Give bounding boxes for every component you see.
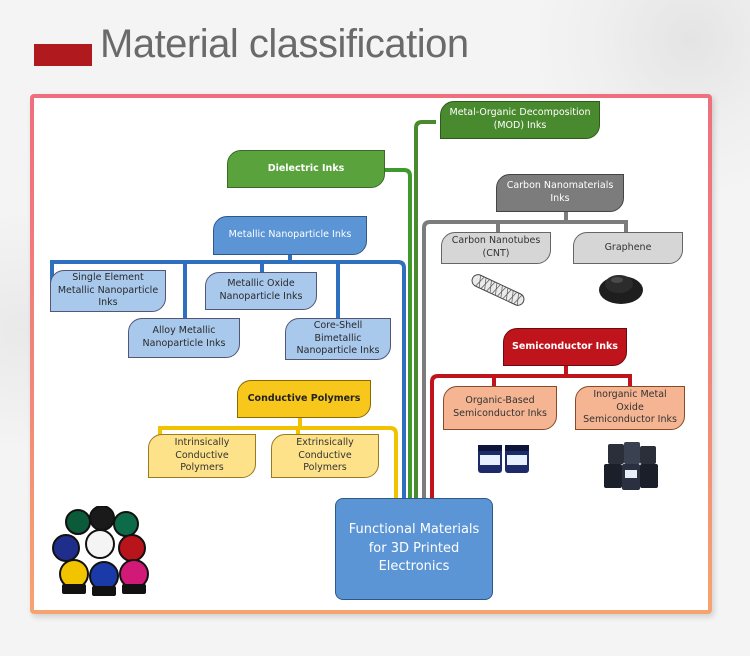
inorganic-ink-jars-icon	[604, 442, 658, 490]
mod-connector	[414, 120, 436, 498]
intrinsically-conductive-node: Intrinsically Conductive Polymers	[148, 434, 256, 478]
core-shell-node: Core-Shell Bimetallic Nanoparticle Inks	[285, 318, 391, 360]
inorganic-semiconductor-node: Inorganic Metal Oxide Semiconductor Inks	[575, 386, 685, 430]
graphene-node: Graphene	[573, 232, 683, 264]
color-ink-jars-icon	[52, 506, 149, 596]
page-title: Material classification	[100, 22, 469, 66]
nanotube-icon	[471, 274, 525, 306]
semiconductor-inks-node: Semiconductor Inks	[503, 328, 627, 366]
organic-ink-jars-icon	[478, 445, 529, 473]
cnt-node: Carbon Nanotubes (CNT)	[441, 232, 551, 264]
metallic-oxide-node: Metallic Oxide Nanoparticle Inks	[205, 272, 317, 310]
conductive-polymers-node: Conductive Polymers	[237, 380, 371, 418]
title-accent-bar	[34, 44, 92, 66]
carbon-connectors	[422, 212, 628, 498]
carbon-nanomaterials-node: Carbon Nanomaterials Inks	[496, 174, 624, 212]
dielectric-inks-node: Dielectric Inks	[227, 150, 385, 188]
root-node: Functional Materials for 3D Printed Elec…	[335, 498, 493, 600]
dielectric-connector	[384, 168, 412, 498]
graphene-powder-icon	[599, 275, 643, 304]
alloy-metallic-node: Alloy Metallic Nanoparticle Inks	[128, 318, 240, 358]
organic-semiconductor-node: Organic-Based Semiconductor Inks	[443, 386, 557, 430]
semiconductor-connectors	[430, 366, 632, 498]
single-element-node: Single Element Metallic Nanoparticle Ink…	[50, 270, 166, 312]
metallic-nanoparticle-node: Metallic Nanoparticle Inks	[213, 216, 367, 255]
extrinsically-conductive-node: Extrinsically Conductive Polymers	[271, 434, 379, 478]
mod-inks-node: Metal-Organic Decomposition (MOD) Inks	[440, 101, 600, 139]
